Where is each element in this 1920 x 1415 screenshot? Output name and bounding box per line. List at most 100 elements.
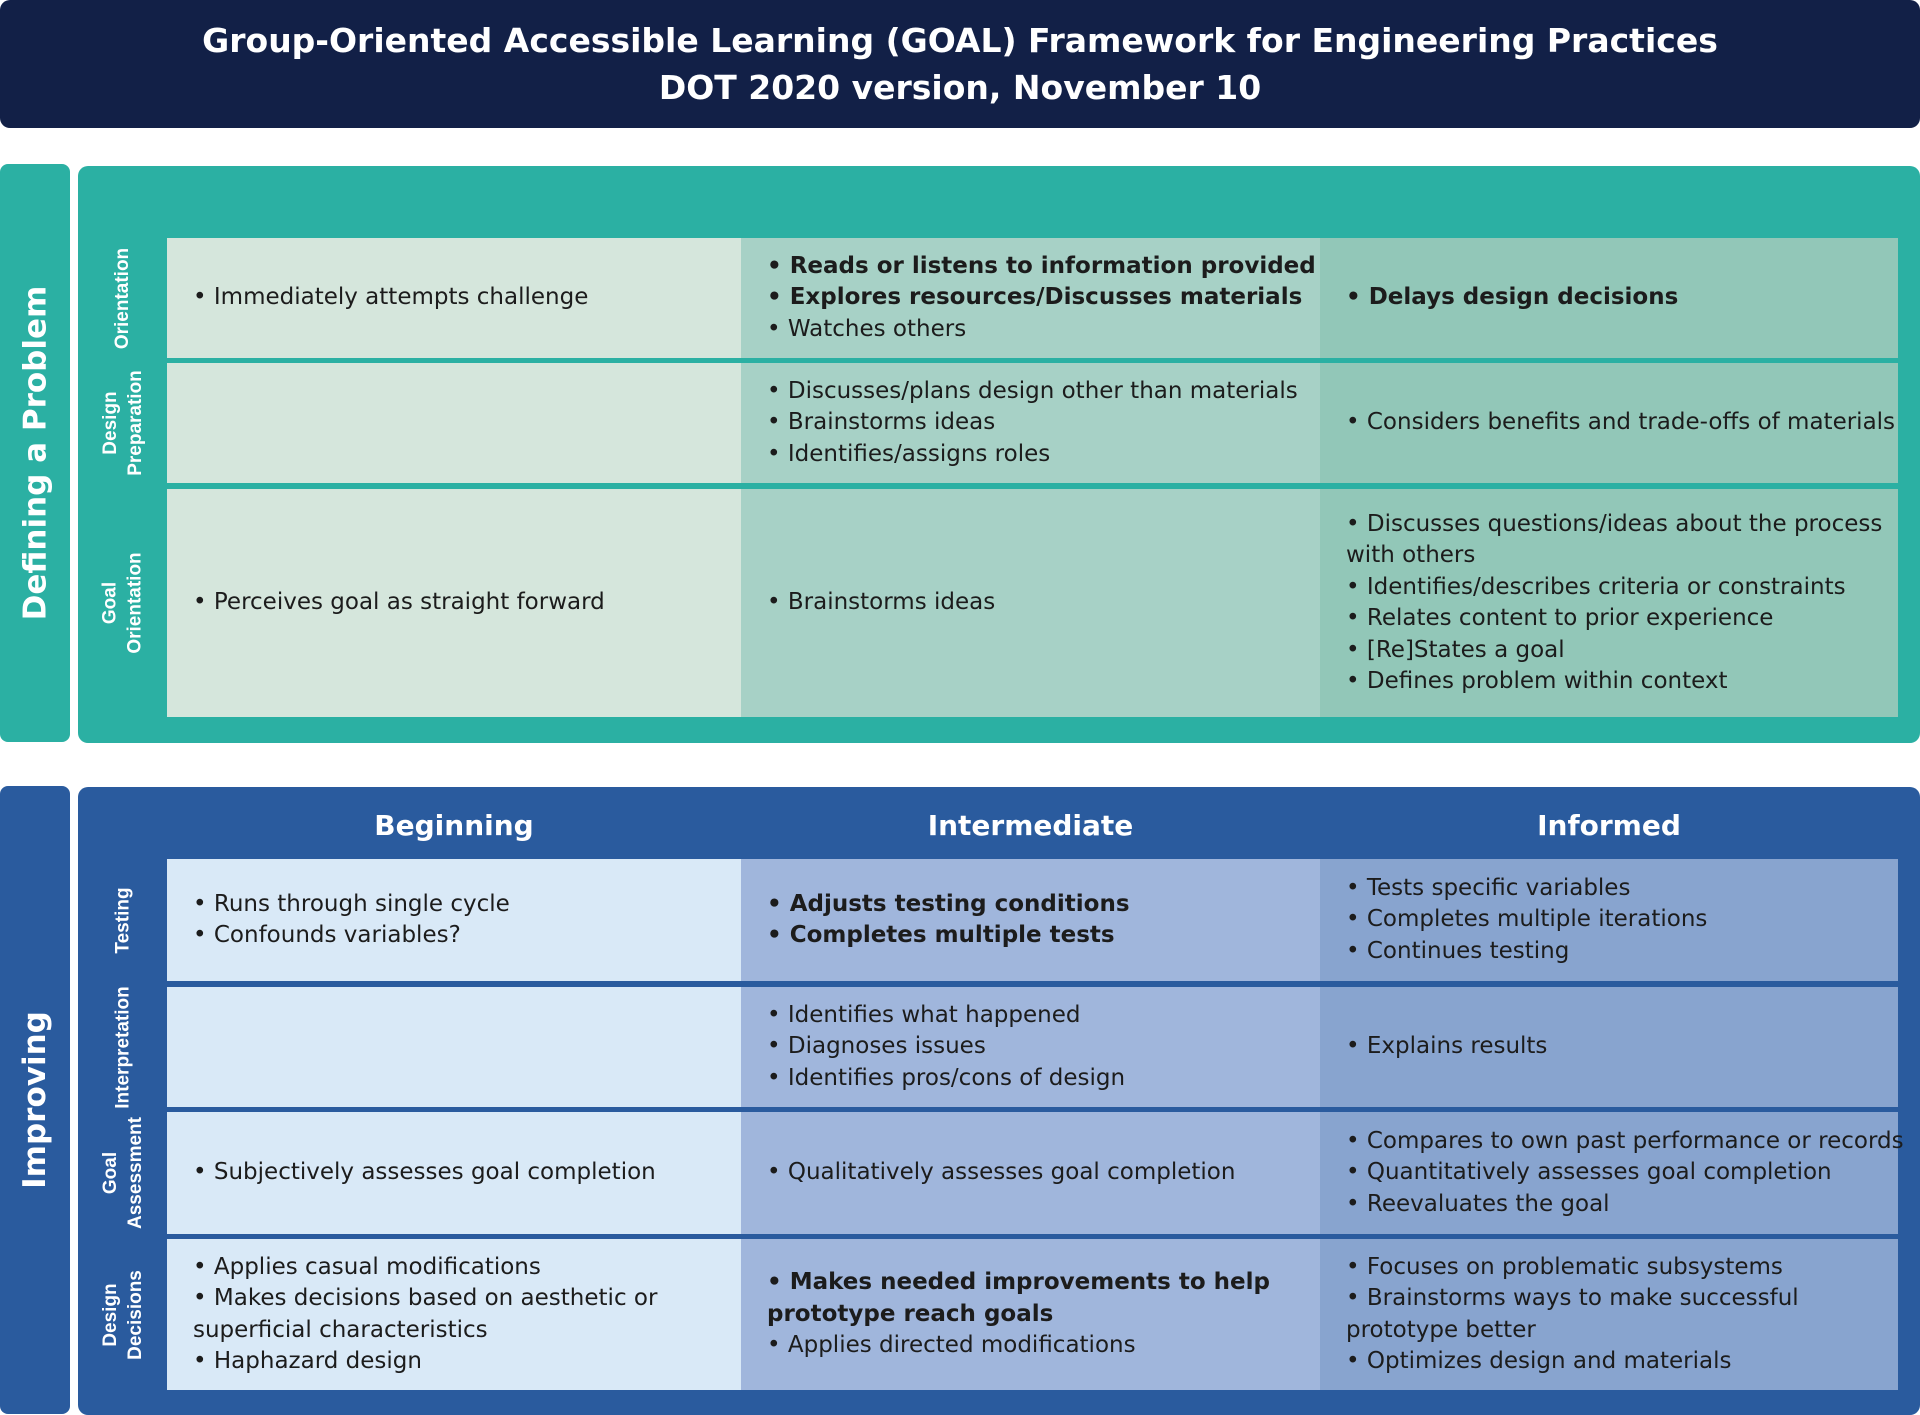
row-label-line: Design bbox=[100, 1282, 122, 1347]
framework-title-banner: Group-Oriented Accessible Learning (GOAL… bbox=[0, 0, 1920, 128]
indicator-line: • Immediately attempts challenge bbox=[193, 284, 589, 311]
row-label-line: Design bbox=[100, 391, 121, 455]
row-label-line: Interpretation bbox=[112, 985, 134, 1109]
indicator-line: • Haphazard design bbox=[193, 1348, 422, 1374]
indicator-line: • Compares to own past performance or re… bbox=[1346, 1127, 1904, 1154]
indicator-line: • Identifies what happened bbox=[767, 1001, 1081, 1028]
indicator-line: • Tests specific variables bbox=[1346, 874, 1631, 901]
indicator-line: • Continues testing bbox=[1346, 937, 1570, 964]
cell-interpretation-intermediate: • Identifies what happened • Diagnoses is… bbox=[741, 987, 1320, 1107]
indicator-line: • Quantitatively assesses goal completio… bbox=[1346, 1159, 1832, 1186]
indicator-line: • Defines problem within context bbox=[1346, 668, 1728, 694]
row-label-line: Orientation bbox=[125, 552, 146, 654]
indicator-line: prototype better bbox=[1346, 1316, 1536, 1343]
indicator-line: • Considers benefits and trade-offs of m… bbox=[1346, 409, 1896, 436]
cell-orientation-beginning: • Immediately attempts challenge bbox=[167, 238, 741, 358]
cell-design-decisions-intermediate: • Makes needed improvements to help proto… bbox=[741, 1239, 1320, 1390]
row-label-line: Goal bbox=[100, 1151, 122, 1195]
cell-goal-orientation-informed: • Discusses questions/ideas about the pr… bbox=[1320, 489, 1898, 717]
column-header-informed: Informed bbox=[1537, 808, 1681, 842]
indicator-line: • Discusses questions/ideas about the pr… bbox=[1346, 510, 1883, 537]
indicator-line: • Perceives goal as straight forward bbox=[193, 589, 605, 616]
indicator-line: • Applies directed modifications bbox=[767, 1332, 1136, 1359]
cell-interpretation-beginning bbox=[167, 987, 741, 1107]
indicator-line: • Subjectively assesses goal completion bbox=[193, 1159, 656, 1186]
cell-orientation-informed: • Delays design decisions bbox=[1320, 238, 1898, 358]
indicator-line: • Brainstorms ideas bbox=[767, 409, 996, 436]
cell-design-decisions-beginning: • Applies casual modifications • Makes de… bbox=[167, 1239, 741, 1390]
row-label-line: Orientation bbox=[112, 247, 134, 349]
row-label-text: Orientation bbox=[111, 247, 136, 348]
row-label-line: Assessment bbox=[125, 1117, 147, 1229]
row-label-orientation: Orientation bbox=[88, 238, 158, 358]
indicator-line: • Identifies/describes criteria or const… bbox=[1346, 573, 1846, 600]
indicator-line: • Delays design decisions bbox=[1346, 284, 1679, 311]
indicator-line: superficial characteristics bbox=[193, 1316, 488, 1343]
indicator-line: • Identifies/assigns roles bbox=[767, 440, 1051, 467]
row-label-line: Goal bbox=[100, 581, 121, 625]
indicator-line: • Makes needed improvements to help bbox=[767, 1269, 1271, 1296]
framework-version: DOT 2020 version, November 10 bbox=[658, 68, 1262, 107]
cell-design-decisions-informed: • Focuses on problematic subsystems • Bra… bbox=[1320, 1239, 1898, 1390]
cell-goal-assessment-intermediate: • Qualitatively assesses goal completion bbox=[741, 1112, 1320, 1234]
indicator-line: • Relates content to prior experience bbox=[1346, 605, 1774, 631]
indicator-line: • Makes decisions based on aesthetic or bbox=[193, 1285, 658, 1311]
row-label-text: Interpretation bbox=[111, 986, 136, 1108]
row-label-testing: Testing bbox=[88, 859, 158, 981]
cell-goal-assessment-beginning: • Subjectively assesses goal completion bbox=[167, 1112, 741, 1234]
row-label-interpretation: Interpretation bbox=[88, 986, 158, 1108]
indicator-line: with others bbox=[1346, 542, 1476, 568]
section-label-defining-a-problem: Defining a Problem bbox=[17, 285, 53, 621]
indicator-line: • Adjusts testing conditions bbox=[767, 890, 1130, 917]
indicator-line: • Brainstorms ways to make successful bbox=[1346, 1285, 1799, 1311]
indicator-line: • Qualitatively assesses goal completion bbox=[767, 1159, 1236, 1186]
row-label-text: Testing bbox=[111, 887, 136, 953]
indicator-line: • Discusses/plans design other than mate… bbox=[767, 377, 1298, 404]
indicator-line: • [Re]States a goal bbox=[1346, 636, 1565, 663]
column-header-intermediate: Intermediate bbox=[927, 808, 1134, 842]
column-header-beginning: Beginning bbox=[374, 808, 534, 842]
section-tab-defining-a-problem: Defining a Problem bbox=[0, 164, 70, 742]
row-label-line: Decisions bbox=[125, 1269, 147, 1360]
row-label-line: Testing bbox=[112, 886, 134, 954]
indicator-line: • Completes multiple iterations bbox=[1346, 906, 1708, 933]
cell-orientation-intermediate: • Reads or listens to information provid… bbox=[741, 238, 1320, 358]
cell-goal-assessment-informed: • Compares to own past performance or re… bbox=[1320, 1112, 1904, 1234]
indicator-line: • Runs through single cycle bbox=[193, 890, 510, 917]
indicator-line: • Completes multiple tests bbox=[767, 922, 1115, 948]
row-label-line: Preparation bbox=[125, 370, 146, 476]
cell-design-preparation-intermediate: • Discusses/plans design other than mate… bbox=[741, 363, 1320, 483]
cell-testing-intermediate: • Adjusts testing conditions • Completes … bbox=[741, 859, 1320, 981]
indicator-line: • Reads or listens to information provid… bbox=[767, 252, 1316, 279]
indicator-line: • Brainstorms ideas bbox=[767, 589, 996, 616]
indicator-line: • Confounds variables? bbox=[193, 922, 461, 948]
indicator-line: • Identifies pros/cons of design bbox=[767, 1064, 1126, 1091]
indicator-line: • Diagnoses issues bbox=[767, 1033, 986, 1060]
indicator-line: • Explores resources/Discusses materials bbox=[767, 284, 1303, 311]
cell-design-preparation-informed: • Considers benefits and trade-offs of m… bbox=[1320, 363, 1898, 483]
cell-goal-orientation-intermediate: • Brainstorms ideas bbox=[741, 489, 1320, 717]
indicator-line: • Optimizes design and materials bbox=[1346, 1348, 1732, 1374]
framework-title: Group-Oriented Accessible Learning (GOAL… bbox=[202, 21, 1718, 60]
cell-testing-informed: • Tests specific variables • Completes mu… bbox=[1320, 859, 1898, 981]
cell-goal-orientation-beginning: • Perceives goal as straight forward bbox=[167, 489, 741, 717]
indicator-line: prototype reach goals bbox=[767, 1300, 1054, 1327]
indicator-line: • Reevaluates the goal bbox=[1346, 1190, 1610, 1217]
indicator-line: • Focuses on problematic subsystems bbox=[1346, 1253, 1783, 1280]
cell-testing-beginning: • Runs through single cycle • Confounds v… bbox=[167, 859, 741, 981]
section-tab-improving: Improving bbox=[0, 786, 70, 1414]
section-label-improving: Improving bbox=[17, 1011, 53, 1189]
cell-design-preparation-beginning bbox=[167, 363, 741, 483]
indicator-line: • Watches others bbox=[767, 315, 967, 342]
cell-interpretation-informed: • Explains results bbox=[1320, 987, 1898, 1107]
indicator-line: • Explains results bbox=[1346, 1033, 1548, 1060]
indicator-line: • Applies casual modifications bbox=[193, 1253, 541, 1280]
